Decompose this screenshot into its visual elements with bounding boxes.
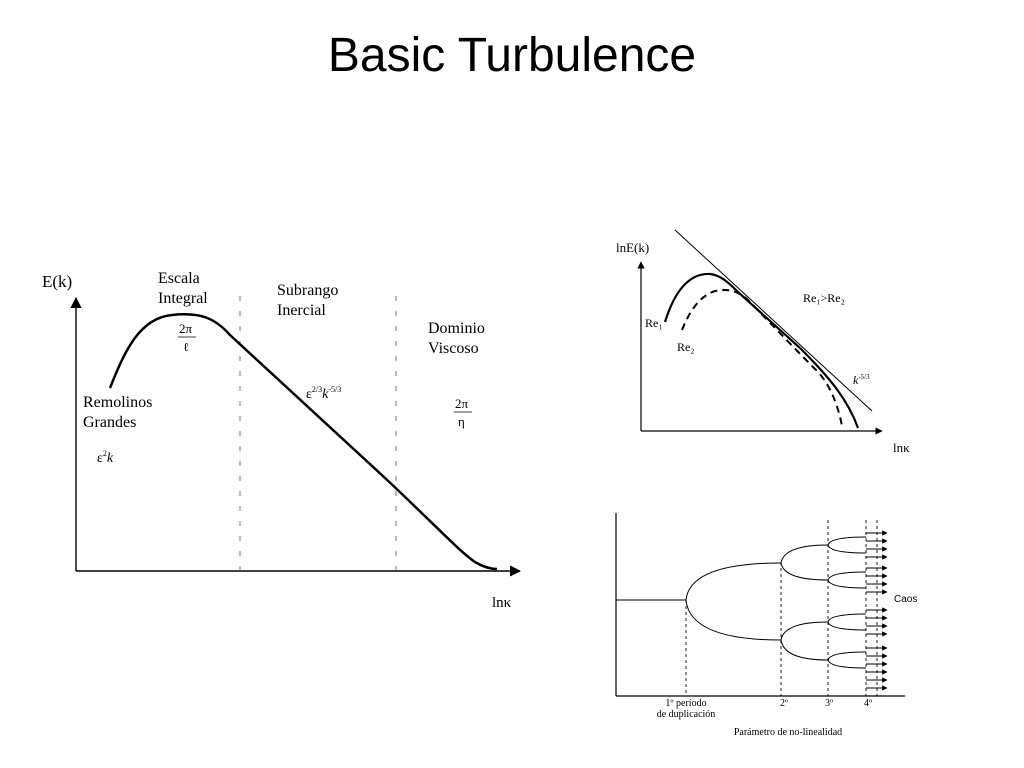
spectrum-y-label: E(k) (42, 272, 72, 291)
viscous-wavenumber-denominator: η (458, 414, 465, 429)
large-eddies-label-line2: Grandes (83, 414, 136, 431)
integral-scale-label-line2: Integral (158, 290, 208, 307)
large-eddy-law: ε2k (97, 449, 114, 466)
svg-text:ε2k: ε2k (97, 449, 114, 466)
third-period-label: 3º (825, 698, 833, 709)
reynolds-spectrum-diagram: lnE(k) lnκ Re₁ Re₂ Re₁>Re₂ k-5/3 (616, 229, 910, 455)
svg-text:k-5/3: k-5/3 (853, 373, 870, 387)
slide-title: Basic Turbulence (327, 29, 697, 82)
integral-scale-label-line1: Escala (158, 270, 200, 287)
re1-label: Re₁ (645, 316, 663, 330)
first-period-label-line1: 1º período (665, 698, 706, 709)
fourth-period-label: 4º (864, 698, 872, 709)
svg-text:ε2/3k-5/3: ε2/3k-5/3 (306, 385, 341, 402)
kolmogorov-slope-line (674, 229, 873, 412)
viscous-domain-label-line1: Dominio (428, 320, 485, 337)
integral-wavenumber-numerator: 2π (179, 321, 193, 336)
second-period-label: 2º (780, 698, 788, 709)
re1-spectrum-curve (663, 272, 860, 429)
viscous-domain-label-line2: Viscoso (428, 340, 479, 357)
reynolds-y-label: lnE(k) (616, 240, 649, 255)
spectrum-x-label: lnκ (492, 595, 512, 611)
energy-spectrum-curve (108, 313, 498, 571)
bifurcation-diagram: Caos 1º período de duplicación 2º 3º 4º … (615, 513, 917, 738)
bifurcation-x-label: Parámetro de no-linealidad (734, 727, 842, 738)
chaos-label: Caos (894, 594, 917, 605)
integral-wavenumber-denominator: ℓ (183, 340, 189, 354)
reynolds-comparison-label: Re₁>Re₂ (803, 291, 845, 305)
reynolds-x-label: lnκ (893, 440, 910, 455)
energy-spectrum-diagram: E(k) lnκ Escala Integral Subrango Inerci… (42, 270, 522, 611)
re2-label: Re₂ (677, 340, 695, 354)
first-period-label-line2: de duplicación (657, 709, 716, 720)
kolmogorov-slope-label: k-5/3 (853, 373, 870, 387)
re2-spectrum-curve (681, 289, 843, 427)
inertial-subrange-label-line1: Subrango (277, 282, 338, 299)
inertial-subrange-label-line2: Inercial (277, 302, 326, 319)
large-eddies-label-line1: Remolinos (83, 394, 152, 411)
chaos-arrows (866, 530, 888, 691)
viscous-wavenumber-numerator: 2π (455, 396, 469, 411)
period-doubling-branches (616, 536, 867, 669)
inertial-law: ε2/3k-5/3 (306, 385, 341, 402)
